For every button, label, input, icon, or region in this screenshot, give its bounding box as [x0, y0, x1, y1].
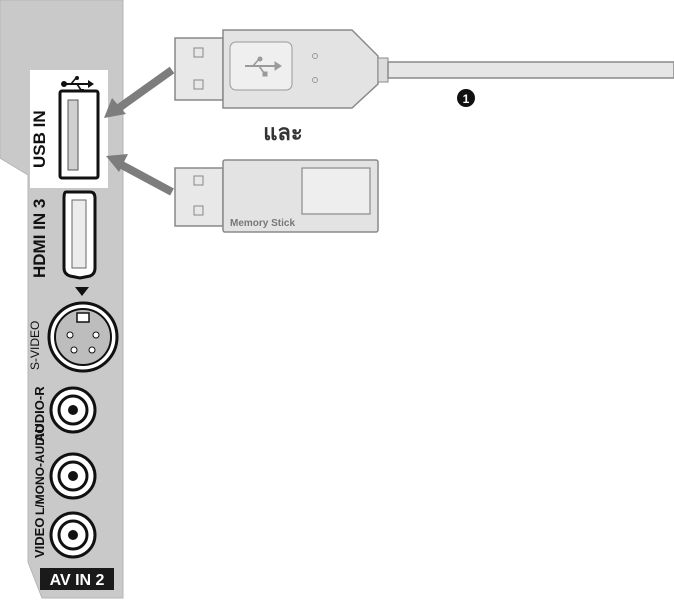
- memory-stick-label: Memory Stick: [230, 218, 295, 229]
- usb-plug-metal: [174, 37, 224, 101]
- av-in-2-plate: [40, 568, 114, 590]
- hdmi-in-3-section: HDMI IN 3: [30, 190, 97, 280]
- memory-stick-plug: [174, 167, 224, 227]
- hdmi-in-3-label: HDMI IN 3: [30, 199, 49, 278]
- video-section: VIDEO: [32, 511, 97, 559]
- connector-word-and: และ: [263, 120, 302, 145]
- s-video-port[interactable]: [47, 301, 119, 373]
- audio-r-jack[interactable]: [49, 386, 97, 434]
- usb-cable-plug: 1: [174, 29, 674, 109]
- video-jack[interactable]: [49, 511, 97, 559]
- usb-plug-trident-icon: [245, 56, 282, 77]
- av-in-2-section: AV IN 2: [40, 568, 114, 590]
- av-in-2-label: AV IN 2: [50, 572, 105, 589]
- usb-cable-wire: [387, 61, 674, 79]
- usb-cable-strain-relief: [377, 57, 389, 83]
- arrow-line-lower: [116, 159, 174, 196]
- audio-l-mono-section: L/MONO-AUDIO: [33, 424, 97, 515]
- usb-in-section: USB IN: [30, 76, 100, 180]
- s-video-label: S-VIDEO: [28, 321, 42, 370]
- usb-cable-number: 1: [463, 92, 470, 106]
- usb-cable-number-badge: [457, 89, 475, 107]
- usb-port[interactable]: [58, 89, 100, 180]
- connection-arrows: [104, 66, 175, 196]
- usb-in-label: USB IN: [30, 110, 49, 168]
- memory-stick-window: [301, 167, 371, 215]
- s-video-triangle-icon: [75, 287, 89, 296]
- arrow-head-upper-icon: [104, 98, 126, 118]
- memory-stick: Memory Stick: [174, 159, 379, 233]
- s-video-section: S-VIDEO: [28, 287, 119, 373]
- audio-r-section: AUDIO-R: [32, 386, 97, 442]
- audio-l-jack[interactable]: [49, 452, 97, 500]
- video-label: VIDEO: [32, 518, 47, 558]
- arrow-head-lower-icon: [106, 154, 128, 172]
- audio-r-label: AUDIO-R: [32, 386, 47, 442]
- hdmi-port-slot: [71, 199, 87, 269]
- audio-l-mono-label: L/MONO-AUDIO: [33, 424, 47, 515]
- usb-port-tongue: [67, 99, 79, 171]
- arrow-line-upper: [113, 66, 175, 114]
